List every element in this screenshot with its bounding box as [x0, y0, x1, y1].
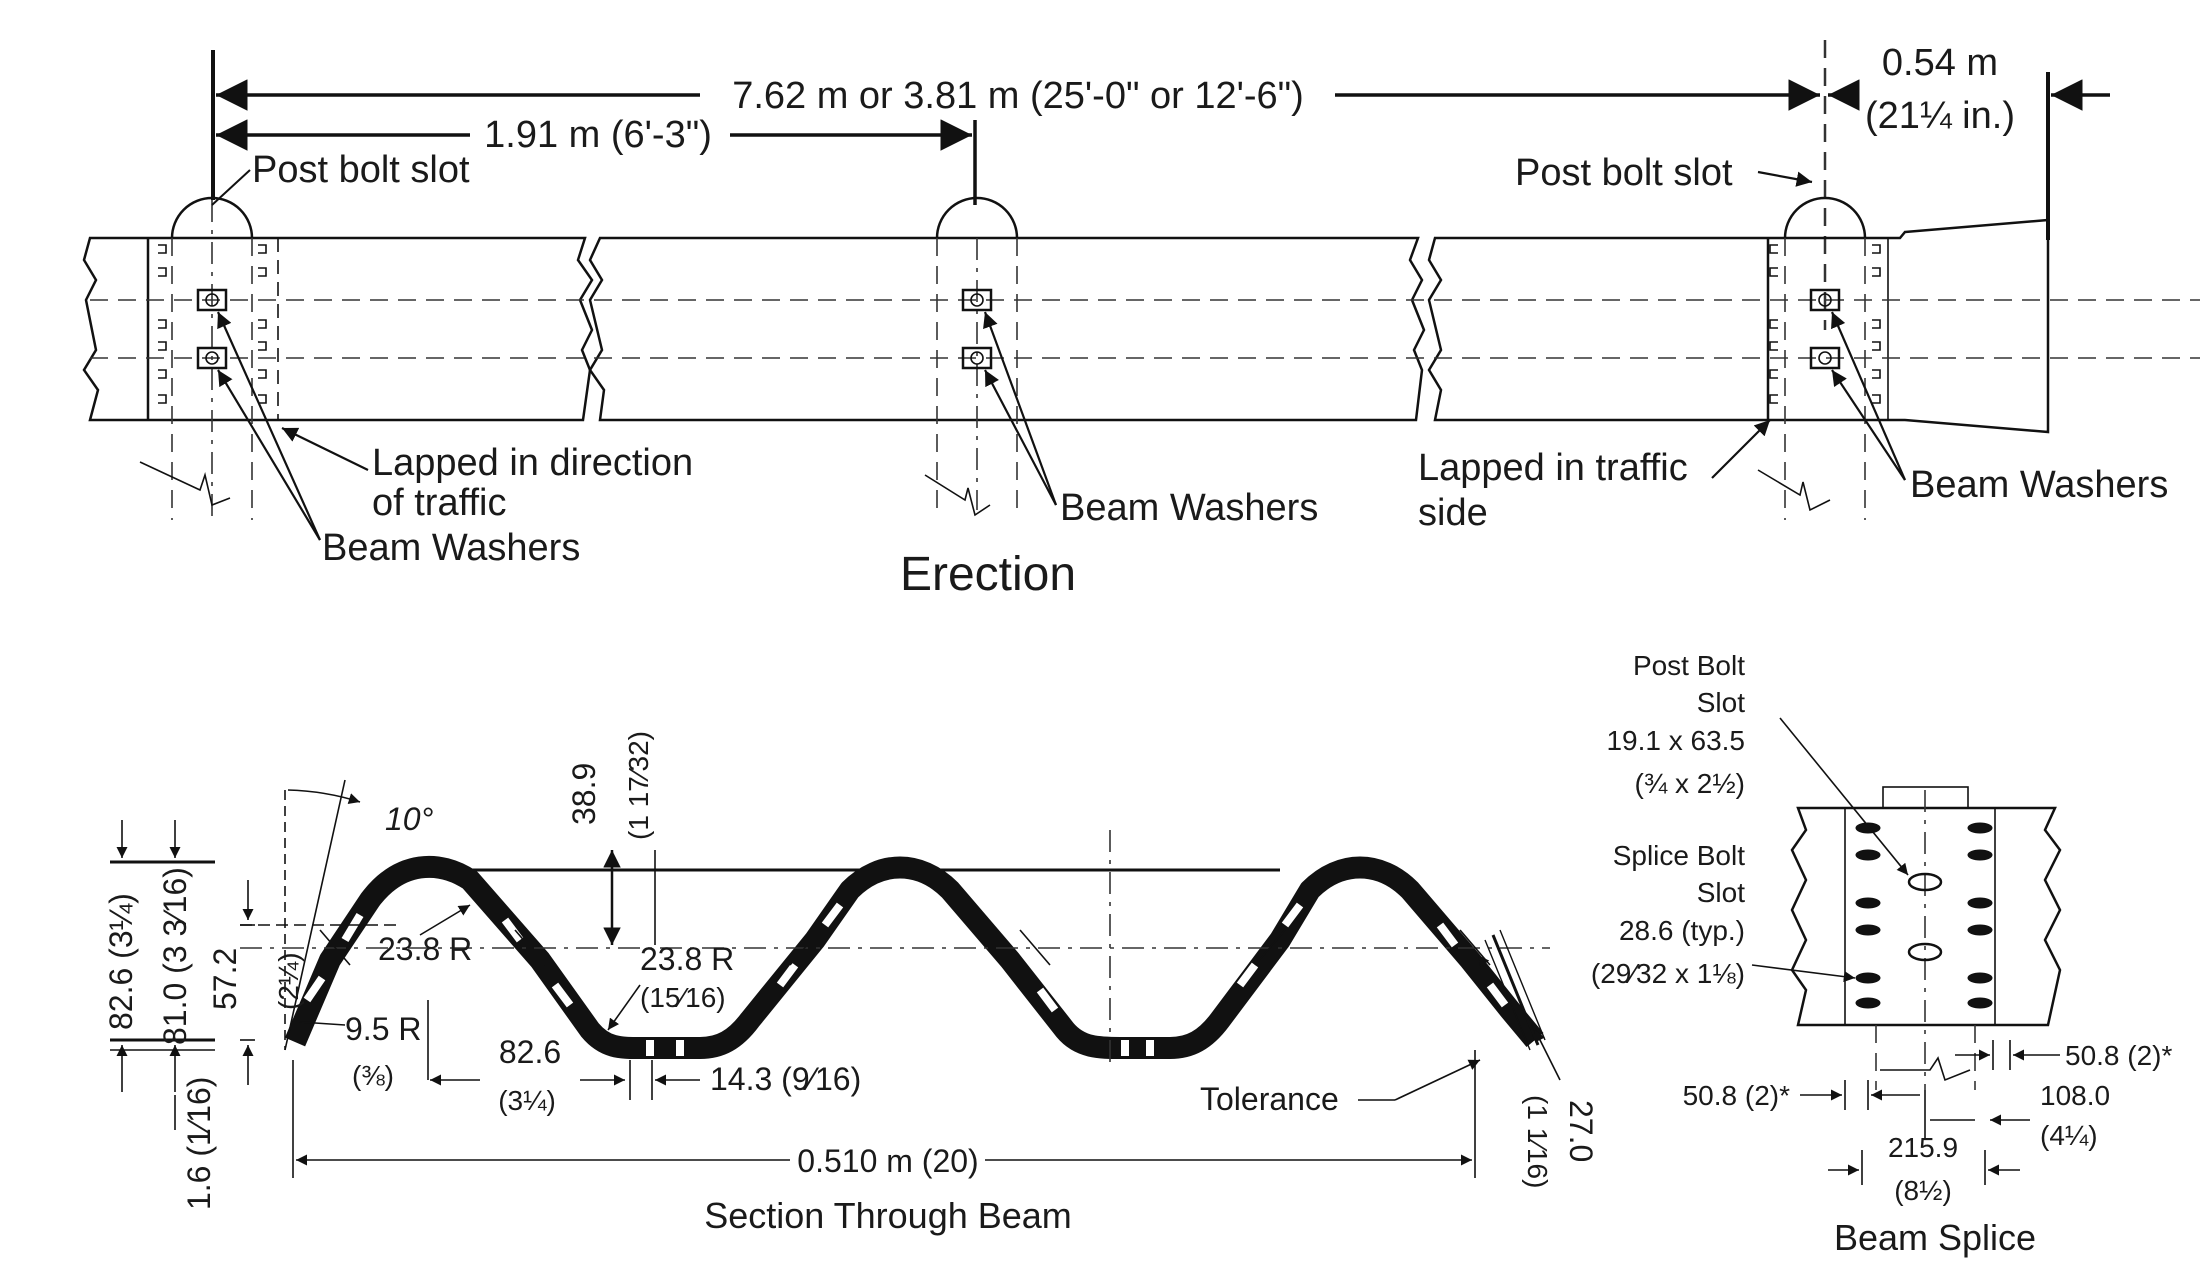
dim-50-8-left-label: 50.8 (2)*	[1683, 1080, 1790, 1111]
lapped-direction-label-line1: Lapped in direction	[372, 442, 693, 484]
dimension-end-inches: (21¼ in.)	[1865, 95, 2015, 137]
dimension-post-spacing-label: 1.91 m (6'-3")	[484, 114, 712, 156]
dimension-end: 0.54 m (21¼ in.)	[1823, 40, 2110, 330]
radius-23-8-mid-fraction: (15⁄16)	[640, 982, 726, 1013]
splice-view: Post Bolt Slot 19.1 x 63.5 (¾ x 2½) Spli…	[1591, 650, 2173, 1258]
splice-bolt-slot-line4: (29⁄32 x 1⅛)	[1591, 958, 1745, 989]
post-bolt-slot-line1: Post Bolt	[1633, 650, 1745, 681]
beam-washers-left-label: Beam Washers	[322, 527, 580, 569]
dim-215-9-label: 215.9	[1888, 1132, 1958, 1163]
beam-washers	[196, 288, 1841, 370]
tolerance-label: Tolerance	[1200, 1081, 1339, 1117]
dimension-end-label: 0.54 m	[1882, 42, 1998, 84]
angle-label: 10°	[385, 801, 434, 837]
post-bolt-slot-line3: 19.1 x 63.5	[1606, 725, 1745, 756]
rail-segment-right	[1427, 196, 2050, 520]
rail-segment-left	[82, 196, 594, 520]
lapped-traffic-label-line1: Lapped in traffic	[1418, 447, 1688, 489]
lapped-traffic-label-line2: side	[1418, 492, 1488, 534]
splice-bolt-slot-line2: Slot	[1697, 877, 1745, 908]
profile-gaps	[303, 902, 1509, 1056]
radius-9-5-label: 9.5 R	[345, 1011, 421, 1047]
radius-23-8-mid-label: 23.8 R	[640, 941, 734, 977]
splice-title: Beam Splice	[1834, 1217, 2036, 1258]
splice-bolt-slot-line3: 28.6 (typ.)	[1619, 915, 1745, 946]
dim-81-0-label: 81.0 (3 3⁄16)	[157, 867, 193, 1045]
radius-23-8-left-label: 23.8 R	[378, 931, 472, 967]
dim-82-6-bottom-label: 82.6	[499, 1034, 561, 1070]
dim-27-0-fraction: (1 1⁄16)	[1522, 1095, 1553, 1188]
erection-view: 7.62 m or 3.81 m (25'-0" or 12'-6") 1.91…	[82, 40, 2200, 601]
dim-57-2-fraction: (2¼)	[273, 952, 304, 1010]
section-title: Section Through Beam	[704, 1195, 1072, 1236]
dim-108-0-fraction: (4¼)	[2040, 1120, 2098, 1151]
splice-bolt-marks	[158, 244, 1881, 404]
dim-215-9-fraction: (8½)	[1894, 1175, 1952, 1206]
dimension-total-label: 7.62 m or 3.81 m (25'-0" or 12'-6")	[732, 75, 1304, 117]
erection-title: Erection	[900, 548, 1076, 601]
section-width-label: 0.510 m (20)	[797, 1143, 978, 1179]
left-vertical-dims: 82.6 (3¼) 81.0 (3 3⁄16) 57.2 (2¼) 1.6 (1…	[103, 820, 400, 1210]
dim-1-6-label: 1.6 (1⁄16)	[181, 1077, 217, 1210]
dim-14-3-label: 14.3 (9⁄16)	[710, 1061, 861, 1097]
rail-segment-middle	[588, 196, 1426, 510]
radius-9-5-fraction: (⅜)	[352, 1060, 394, 1091]
dim-27-0-label: 27.0	[1563, 1100, 1599, 1162]
post-bolt-slot-right-label: Post bolt slot	[1515, 152, 1733, 194]
splice-bolts	[1855, 822, 1993, 1009]
dim-82-6-bottom-fraction: (3¼)	[498, 1085, 556, 1116]
dim-50-8-right-label: 50.8 (2)*	[2065, 1040, 2172, 1071]
post-bolt-slot-line2: Slot	[1697, 687, 1745, 718]
splice-bolt-slot-line1: Splice Bolt	[1613, 840, 1746, 871]
dimension-total: 7.62 m or 3.81 m (25'-0" or 12'-6")	[211, 50, 1820, 200]
post-bolt-slot-line4: (¾ x 2½)	[1635, 768, 1745, 799]
splice-slots	[1907, 872, 1943, 962]
dim-38-9-fraction: (1 17⁄32)	[623, 731, 654, 840]
dim-38-9-label: 38.9	[566, 763, 602, 825]
section-view: 10° 38.9 (1 17⁄32) 23.8 R 23.8 R (15⁄16)…	[103, 731, 1599, 1236]
beam-washers-middle-label: Beam Washers	[1060, 487, 1318, 529]
w-beam-profile	[284, 855, 1544, 1059]
dimension-post-spacing: 1.91 m (6'-3")	[216, 114, 977, 205]
beam-washers-right-label: Beam Washers	[1910, 464, 2168, 506]
dim-57-2-label: 57.2	[207, 948, 243, 1010]
post-break-lines	[139, 461, 1831, 517]
dim-108-0-label: 108.0	[2040, 1080, 2110, 1111]
lapped-direction-label-line2: of traffic	[372, 482, 506, 524]
post-bolt-slot-left-label: Post bolt slot	[252, 149, 470, 191]
dim-82-6-left-label: 82.6 (3¼)	[103, 893, 139, 1030]
